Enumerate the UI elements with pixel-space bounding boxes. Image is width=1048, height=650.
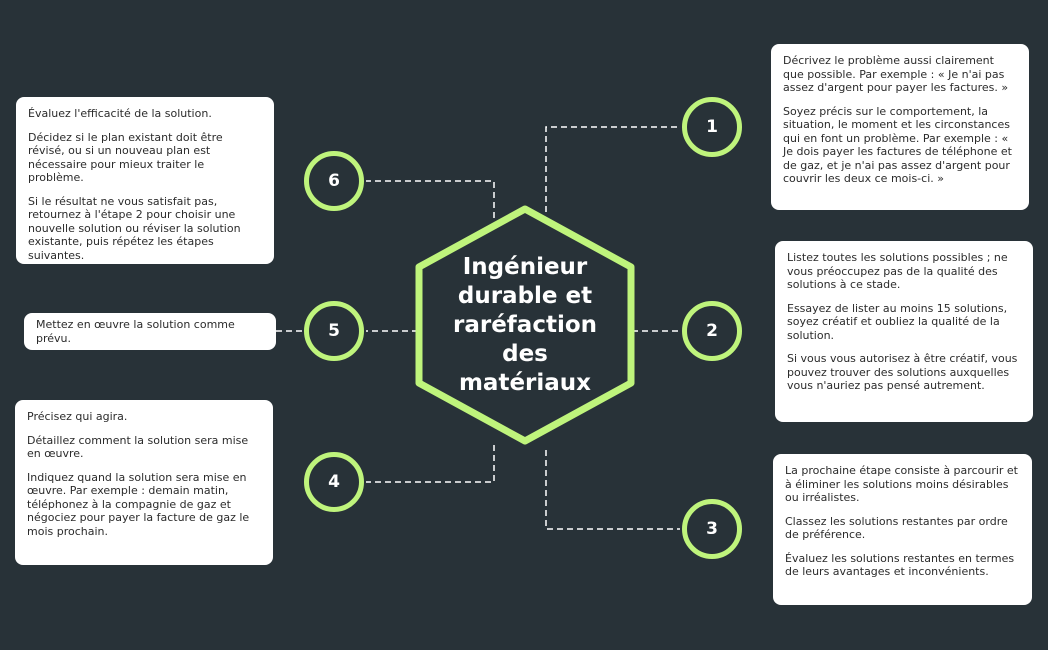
step-6-text: Évaluez l'efficacité de la solution. — [28, 107, 212, 120]
step-2-circle: 2 — [682, 301, 742, 361]
step-4-number: 4 — [328, 472, 340, 492]
step-6-circle: 6 — [304, 151, 364, 211]
step-3-text: Évaluez les solutions restantes en terme… — [785, 551, 1015, 579]
step-3-number: 3 — [706, 519, 718, 539]
connector-step-3 — [545, 450, 680, 530]
step-6-text: Décidez si le plan existant doit être ré… — [28, 130, 223, 185]
step-5-number: 5 — [328, 321, 340, 341]
step-3-text: La prochaine étape consiste à parcourir … — [785, 464, 1018, 504]
step-6-number: 6 — [328, 171, 340, 191]
connector-step-1 — [545, 126, 680, 212]
step-4-card: Précisez qui agira. Détaillez comment la… — [15, 400, 273, 565]
step-1-circle: 1 — [682, 97, 742, 157]
step-3-circle: 3 — [682, 499, 742, 559]
step-6-text: Si le résultat ne vous satisfait pas, re… — [28, 194, 241, 262]
step-5-card: Mettez en œuvre la solution comme prévu. — [24, 313, 276, 350]
step-4-text: Indiquez quand la solution sera mise en … — [27, 470, 250, 538]
step-4-text: Détaillez comment la solution sera mise … — [27, 433, 249, 461]
step-4-text: Précisez qui agira. — [27, 410, 128, 423]
step-1-card: Décrivez le problème aussi clairement qu… — [771, 44, 1029, 210]
step-3-text: Classez les solutions restantes par ordr… — [785, 514, 1008, 542]
step-6-card: Évaluez l'efficacité de la solution. Déc… — [16, 97, 274, 264]
hexagon-shape — [415, 205, 635, 445]
step-1-text: Soyez précis sur le comportement, la sit… — [783, 104, 1012, 186]
step-2-text: Essayez de lister au moins 15 solutions,… — [787, 301, 1008, 342]
step-1-number: 1 — [706, 117, 718, 137]
center-hexagon: Ingénieur durable et raréfaction des mat… — [400, 205, 650, 445]
step-3-card: La prochaine étape consiste à parcourir … — [773, 454, 1032, 605]
step-2-number: 2 — [706, 321, 718, 341]
step-5-text: Mettez en œuvre la solution comme prévu. — [36, 318, 235, 345]
step-2-text: Si vous vous autorisez à être créatif, v… — [787, 352, 1018, 392]
step-1-text: Décrivez le problème aussi clairement qu… — [783, 54, 1009, 94]
connector-step-4 — [366, 445, 495, 483]
center-title: Ingénieur durable et raréfaction des mat… — [452, 253, 598, 396]
step-2-card: Listez toutes les solutions possibles ; … — [775, 241, 1033, 422]
step-4-circle: 4 — [304, 452, 364, 512]
step-5-circle: 5 — [304, 301, 364, 361]
step-2-text: Listez toutes les solutions possibles ; … — [787, 251, 1008, 291]
connector-step-6 — [366, 180, 495, 218]
